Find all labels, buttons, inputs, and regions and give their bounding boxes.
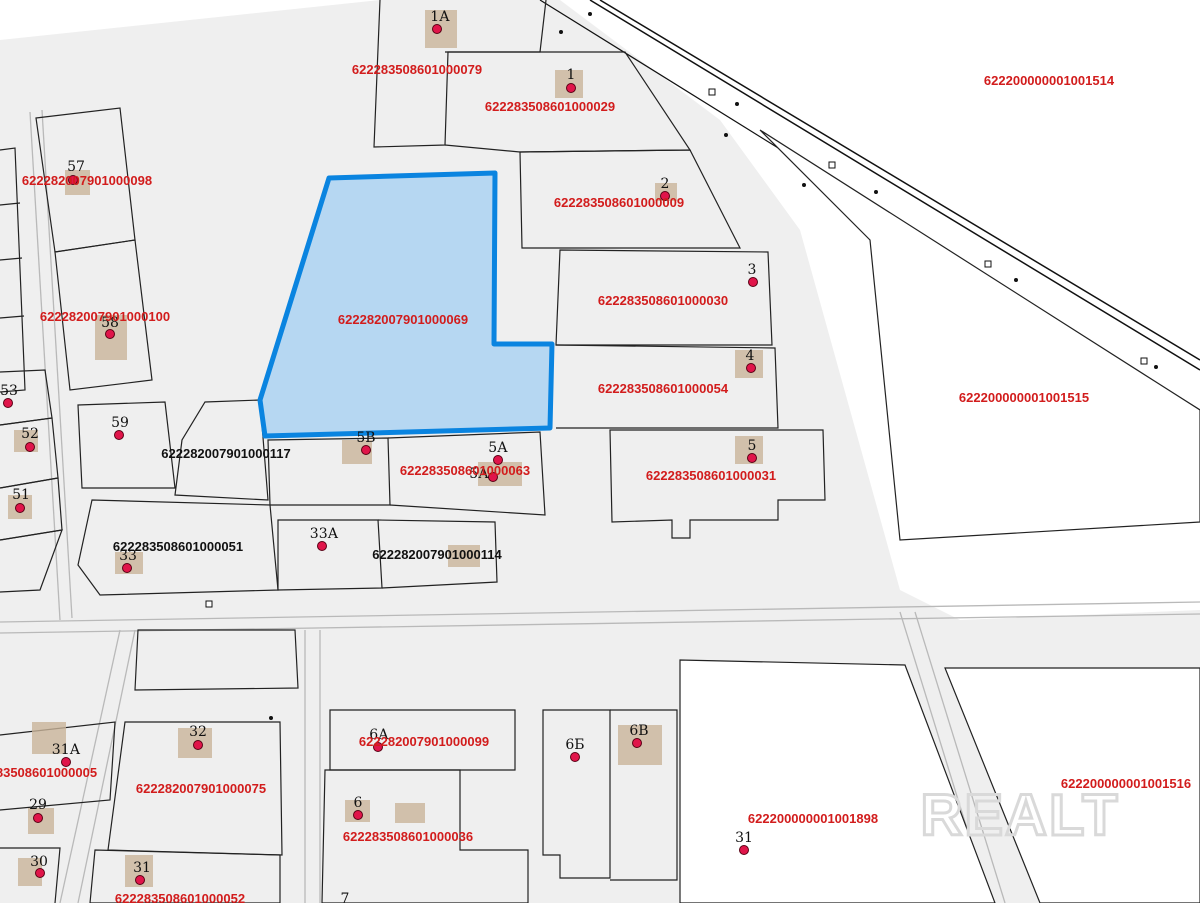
house-number: 31А xyxy=(52,742,81,758)
house-numbers: 1А 1 2 3 4 5 57 58 53 52 51 59 5В 5А 5А … xyxy=(0,9,756,903)
parcel-label: 622282007901000099 xyxy=(359,734,489,749)
house-number: 30 xyxy=(30,854,48,870)
house-number: 31 xyxy=(735,830,753,846)
house-number: 31 xyxy=(133,860,151,876)
parcel-label: 622283508601000063 xyxy=(400,463,530,478)
house-number: 6В xyxy=(629,723,648,739)
house-number: 51 xyxy=(12,487,30,503)
parcel-label: 622200000001001898 xyxy=(748,811,878,826)
house-number: 29 xyxy=(29,797,47,813)
large-parcels xyxy=(679,129,1200,903)
parcel-label: 622200000001001516 xyxy=(1061,776,1191,791)
parcel-label: 622283508601000079 xyxy=(352,62,482,77)
parcel-label: 622283508601000005 xyxy=(0,765,97,780)
house-number: 1А xyxy=(430,9,450,25)
parcel-label: 622282007901000114 xyxy=(372,547,502,562)
house-number: 57 xyxy=(67,159,85,175)
parcel-label: 622282007901000075 xyxy=(136,781,266,796)
realt-watermark: REALT xyxy=(920,783,1119,848)
parcel-label: 622283508601000029 xyxy=(485,99,615,114)
house-number: 2 xyxy=(661,176,670,192)
parcel-label: 622283508601000031 xyxy=(646,468,776,483)
parcel-label: 622283508601000009 xyxy=(554,195,684,210)
house-number: 6А xyxy=(369,727,389,743)
selected-parcel-label: 622282007901000069 xyxy=(338,312,468,327)
parcel-label: 622283508601000036 xyxy=(343,829,473,844)
house-number: 59 xyxy=(111,415,129,431)
house-number: 6Б xyxy=(565,737,584,753)
parcel-label: 622283508601000054 xyxy=(598,381,729,396)
house-number: 58 xyxy=(101,315,119,331)
house-number: 4 xyxy=(746,348,755,364)
parcel-label: 622282007901000100 xyxy=(40,309,170,324)
house-number: 5 xyxy=(748,438,757,454)
house-number: 5А xyxy=(469,466,489,482)
selected-parcel[interactable] xyxy=(257,170,555,439)
house-number: 52 xyxy=(21,426,39,442)
parcel-label: 622283508601000030 xyxy=(598,293,728,308)
house-number: 1 xyxy=(567,67,576,83)
parcel-label: 622283508601000051 xyxy=(113,539,243,554)
parcel-label: 622283508601000052 xyxy=(115,891,245,903)
parcel-label: 622282007901000117 xyxy=(161,446,290,461)
house-number: 33 xyxy=(119,548,137,564)
house-number: 5В xyxy=(356,430,375,446)
parcel-label: 622200000001001515 xyxy=(959,390,1089,405)
parcel-label: 622200000001001514 xyxy=(984,73,1115,88)
parcel-label: 622282007901000098 xyxy=(22,173,152,188)
house-number: 32 xyxy=(189,724,207,740)
house-number: 53 xyxy=(0,383,18,399)
house-number: 6 xyxy=(354,795,363,811)
house-number: 3 xyxy=(748,262,757,278)
cadastral-labels: 622283508601000079 622283508601000029 62… xyxy=(0,62,1191,903)
house-number: 7 xyxy=(341,891,350,903)
address-pins xyxy=(3,24,758,885)
house-number: 33А xyxy=(310,526,339,542)
house-number: 5А xyxy=(488,440,508,456)
